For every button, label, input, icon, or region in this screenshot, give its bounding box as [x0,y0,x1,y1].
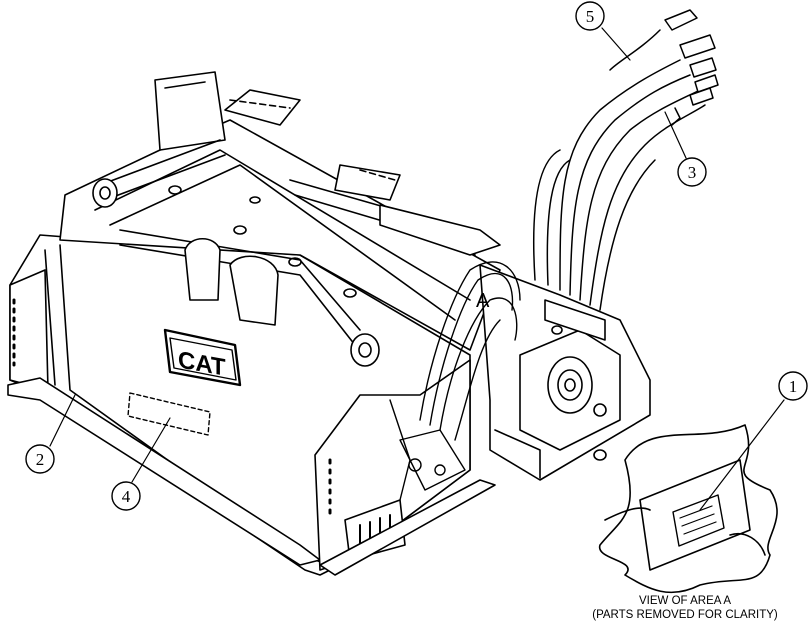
callout-1: 1 [778,371,808,401]
callout-5: 5 [575,1,605,31]
callout-1-label: 1 [789,377,798,396]
hose-bundle [532,9,719,311]
callout-5-label: 5 [586,7,595,26]
leader-2 [49,394,76,447]
hydraulic-motor [479,264,651,481]
callout-2: 2 [25,444,55,474]
leader-5 [601,27,631,61]
leader-lines [49,27,785,511]
leader-1 [699,399,785,511]
detail-view [599,424,778,594]
leader-3 [664,111,687,159]
machine-body [7,71,501,576]
front-label-plate [127,392,211,436]
detail-caption-line1: VIEW OF AREA A [638,595,732,607]
callout-3-label: 3 [688,163,697,182]
area-a-marker: A [476,290,490,312]
leader-4 [131,417,171,483]
hydraulic-lines [389,261,521,501]
callout-2-label: 2 [36,450,45,469]
callout-4-label: 4 [122,487,131,506]
cat-logo: CAT [163,328,242,387]
detail-caption-line2: (PARTS REMOVED FOR CLARITY) [592,609,778,621]
callout-3: 3 [677,157,707,187]
callout-4: 4 [111,481,141,511]
